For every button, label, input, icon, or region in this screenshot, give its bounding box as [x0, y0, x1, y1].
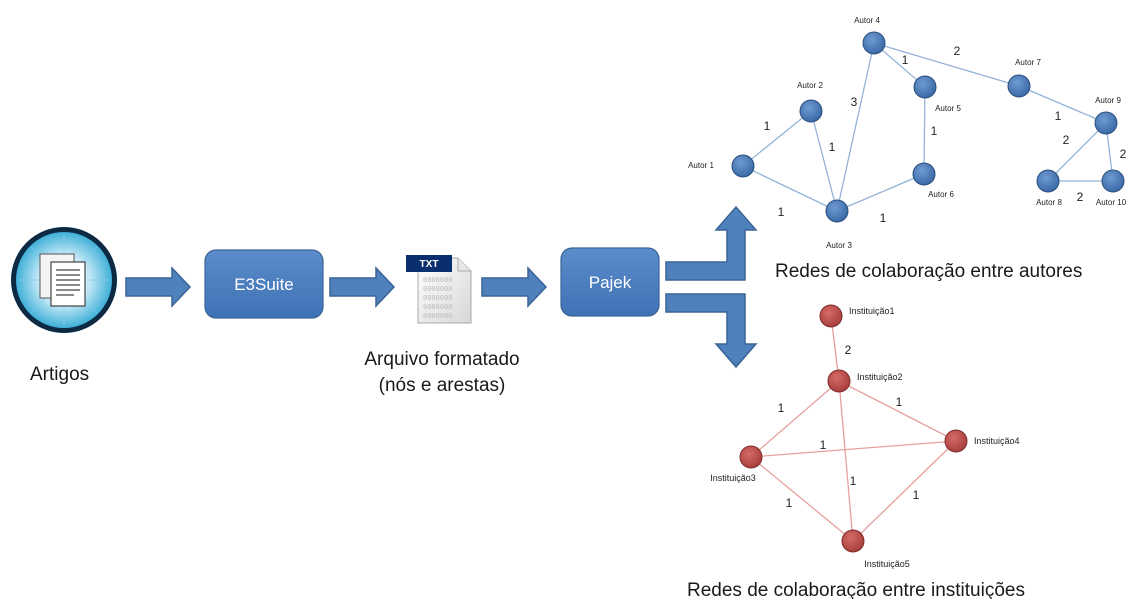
institution-node-label-i3: Instituição3	[710, 473, 756, 483]
author-edge-a1-a3	[742, 165, 838, 212]
txt-badge: TXT	[420, 259, 439, 270]
author-node-label-a1: Autor 1	[688, 161, 714, 170]
split-arrow-up	[665, 205, 758, 281]
institution-edge-i3-i5	[750, 456, 854, 542]
institution-node-i1	[819, 304, 843, 328]
author-edge-a2-a3	[810, 110, 838, 212]
institution-node-i4	[944, 429, 968, 453]
author-edge-weight-a1-a3: 1	[778, 205, 785, 219]
pajek-box	[560, 247, 660, 317]
institution-edge-weight-i3-i5: 1	[786, 496, 793, 510]
author-node-a7	[1007, 74, 1031, 98]
institution-edge-i3-i4	[750, 440, 957, 458]
institution-edge-weight-i2-i5: 1	[850, 474, 857, 488]
institution-edge-i2-i4	[838, 380, 957, 442]
institution-edge-weight-i1-i2: 2	[845, 343, 852, 357]
institution-node-label-i2: Instituição2	[857, 372, 903, 382]
institution-node-i5	[841, 529, 865, 553]
institution-node-label-i5: Instituição5	[864, 559, 910, 569]
author-edge-a1-a2	[742, 110, 812, 167]
institution-edge-weight-i4-i5: 1	[913, 488, 920, 502]
author-edge-weight-a4-a7: 2	[954, 44, 961, 58]
institution-node-label-i1: Instituição1	[849, 306, 895, 316]
author-edge-weight-a8-a10: 2	[1077, 190, 1084, 204]
flow-arrow-3	[481, 266, 548, 308]
institution-edge-i4-i5	[852, 440, 957, 542]
author-node-a3	[825, 199, 849, 223]
author-node-a8	[1036, 169, 1060, 193]
author-node-a5	[913, 75, 937, 99]
e3suite-box	[204, 249, 324, 319]
author-edge-weight-a5-a6: 1	[931, 124, 938, 138]
institution-edge-weight-i2-i4: 1	[896, 395, 903, 409]
institution-network-nodes: Instituição1Instituição2Instituição3Inst…	[710, 304, 1020, 569]
author-node-a2	[799, 99, 823, 123]
author-edge-weight-a2-a3: 1	[829, 140, 836, 154]
svg-text:0000000: 0000000	[423, 312, 453, 320]
flow-arrow-2	[329, 266, 396, 308]
author-edge-weight-a7-a9: 1	[1055, 109, 1062, 123]
author-edge-weight-a3-a6: 1	[880, 211, 887, 225]
formatted-file-label-line1: Arquivo formatado	[364, 349, 519, 370]
institution-network-edge-labels: 2 1 1 1 1 1 1	[778, 343, 920, 510]
institution-node-label-i4: Instituição4	[974, 436, 1020, 446]
author-node-label-a5: Autor 5	[935, 104, 961, 113]
author-node-a4	[862, 31, 886, 55]
author-node-label-a7: Autor 7	[1015, 58, 1041, 67]
author-node-label-a2: Autor 2	[797, 81, 823, 90]
author-edge-a4-a7	[873, 42, 1020, 87]
author-node-label-a9: Autor 9	[1095, 96, 1121, 105]
svg-text:0000000: 0000000	[423, 294, 453, 302]
author-edge-a7-a9	[1018, 85, 1107, 124]
author-edge-weight-a4-a3: 3	[851, 95, 858, 109]
institution-network-edges	[750, 315, 957, 542]
institution-edge-weight-i2-i3: 1	[778, 401, 785, 415]
author-node-label-a6: Autor 6	[928, 190, 954, 199]
author-node-a6	[912, 162, 936, 186]
author-network-nodes: Autor 1 Autor 2 Autor 3 Autor 4 Autor 5 Autor…	[688, 16, 1127, 250]
svg-text:0000000: 0000000	[423, 303, 453, 311]
author-edge-weight-a1-a2: 1	[764, 119, 771, 133]
formatted-file-label-line2: (nós e arestas)	[379, 375, 506, 396]
institution-node-i2	[827, 369, 851, 393]
txt-file-icon: 0000000 0000000 0000000 0000000 0000000	[406, 255, 472, 324]
author-edge-a5-a6	[923, 86, 926, 175]
author-edge-weight-a4-a5: 1	[902, 53, 909, 67]
author-node-a10	[1101, 169, 1125, 193]
author-edge-weight-a9-a10: 2	[1120, 147, 1127, 161]
author-node-label-a8: Autor 8	[1036, 198, 1062, 207]
author-node-a9	[1094, 111, 1118, 135]
e3suite-label: E3Suite	[234, 275, 294, 294]
institution-node-i3	[739, 445, 763, 469]
institution-edge-weight-i3-i4: 1	[820, 438, 827, 452]
authors-network-caption: Redes de colaboração entre autores	[775, 261, 1082, 282]
author-edge-weight-a9-a8: 2	[1063, 133, 1070, 147]
author-node-a1	[731, 154, 755, 178]
author-edge-a9-a8	[1047, 122, 1107, 182]
articles-icon	[11, 227, 117, 333]
flow-arrow-1	[125, 266, 192, 308]
institution-edge-i2-i3	[750, 380, 840, 458]
author-node-label-a3: Autor 3	[826, 241, 852, 250]
institution-edge-i2-i5	[838, 380, 854, 542]
author-node-label-a4: Autor 4	[854, 16, 880, 25]
articles-label: Artigos	[30, 364, 89, 385]
author-node-label-a10: Autor 10	[1096, 198, 1127, 207]
svg-text:0000000: 0000000	[423, 285, 453, 293]
split-arrow-down	[665, 293, 758, 369]
pajek-label: Pajek	[589, 273, 632, 292]
institutions-network-caption: Redes de colaboração entre instituições	[687, 580, 1025, 599]
author-edge-a3-a6	[836, 173, 925, 212]
svg-text:0000000: 0000000	[423, 276, 453, 284]
author-edge-a4-a3	[836, 42, 875, 212]
